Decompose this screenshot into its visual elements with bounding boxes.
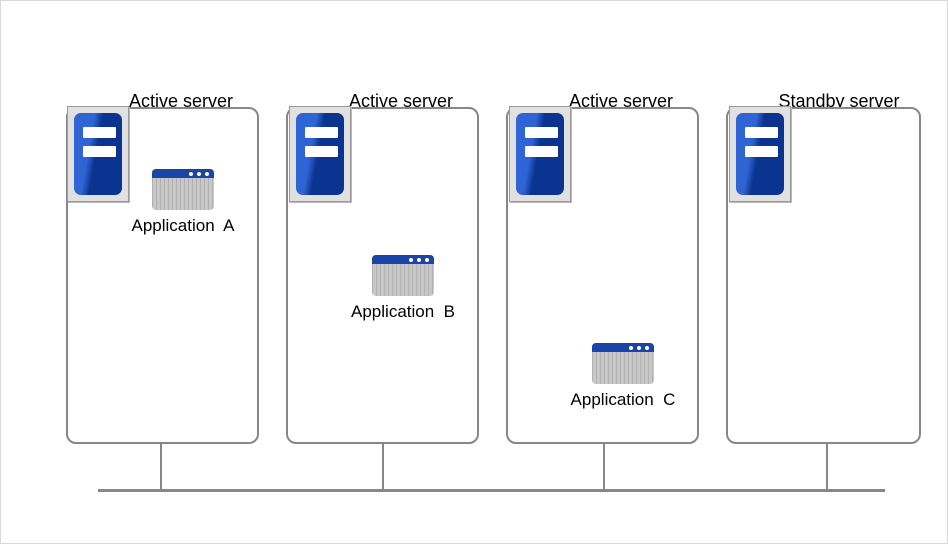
network-connector-3 <box>603 444 605 491</box>
application-label-c: Application C <box>570 390 676 409</box>
server-role-label-1: Active server <box>128 91 234 111</box>
window-titlebar-b <box>372 255 434 264</box>
application-b[interactable]: Application B <box>349 255 457 323</box>
application-window-icon-c <box>592 343 654 384</box>
server-icon-bar-top-4 <box>745 127 778 138</box>
window-dot-1-b <box>409 257 413 262</box>
server-icon-body-1 <box>74 113 122 195</box>
window-dot-3-b <box>425 257 429 262</box>
network-connector-4 <box>826 444 828 491</box>
application-window-icon-a <box>152 169 214 210</box>
application-c[interactable]: Application C <box>569 343 677 411</box>
window-dot-1-c <box>629 345 633 350</box>
server-role-label-2: Active server <box>348 91 454 111</box>
server-icon-bar-bottom-2 <box>305 146 338 157</box>
server-icon-4[interactable] <box>729 106 791 202</box>
application-a[interactable]: Application A <box>129 169 237 237</box>
server-icon-bar-top-1 <box>83 127 116 138</box>
server-icon-2[interactable] <box>289 106 351 202</box>
server-icon-bar-bottom-4 <box>745 146 778 157</box>
network-connector-2 <box>382 444 384 491</box>
network-connector-1 <box>160 444 162 491</box>
window-dot-2-a <box>197 171 201 176</box>
server-icon-3[interactable] <box>509 106 571 202</box>
server-icon-body-2 <box>296 113 344 195</box>
network-bus-line <box>98 489 885 492</box>
application-label-b: Application B <box>351 302 455 321</box>
server-icon-bar-top-3 <box>525 127 558 138</box>
application-label-a: Application A <box>131 216 235 235</box>
window-dot-1-a <box>189 171 193 176</box>
server-icon-bar-bottom-3 <box>525 146 558 157</box>
server-role-label-4: Standby server <box>778 91 900 111</box>
server-icon-1[interactable] <box>67 106 129 202</box>
window-titlebar-a <box>152 169 214 178</box>
server-icon-bar-top-2 <box>305 127 338 138</box>
server-role-label-3: Active server <box>568 91 674 111</box>
window-titlebar-c <box>592 343 654 352</box>
window-dot-2-c <box>637 345 641 350</box>
server-icon-bar-bottom-1 <box>83 146 116 157</box>
server-icon-body-3 <box>516 113 564 195</box>
server-icon-body-4 <box>736 113 784 195</box>
window-dot-3-c <box>645 345 649 350</box>
window-dot-2-b <box>417 257 421 262</box>
window-dot-3-a <box>205 171 209 176</box>
application-window-icon-b <box>372 255 434 296</box>
